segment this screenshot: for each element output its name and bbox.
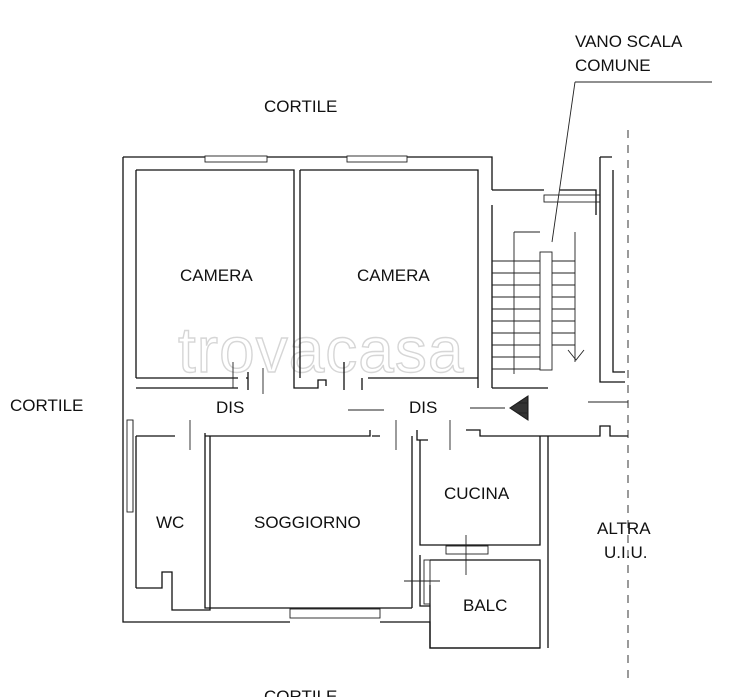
watermark: trovacasa [178, 314, 464, 386]
label-cortile-bottom: CORTILE [264, 687, 337, 697]
label-dis-2: DIS [409, 398, 437, 417]
label-cortile-top: CORTILE [264, 97, 337, 116]
label-cucina: CUCINA [444, 484, 510, 503]
label-balc: BALC [463, 596, 507, 615]
label-altra: ALTRA [597, 519, 651, 538]
label-cortile-left: CORTILE [10, 396, 83, 415]
label-dis-1: DIS [216, 398, 244, 417]
label-camera-2: CAMERA [357, 266, 430, 285]
label-comune: COMUNE [575, 56, 651, 75]
label-camera-1: CAMERA [180, 266, 253, 285]
label-wc: WC [156, 513, 184, 532]
label-soggiorno: SOGGIORNO [254, 513, 361, 532]
walls [122, 81, 712, 649]
label-vano-scala: VANO SCALA [575, 32, 683, 51]
label-uiu: U.I.U. [604, 543, 647, 562]
